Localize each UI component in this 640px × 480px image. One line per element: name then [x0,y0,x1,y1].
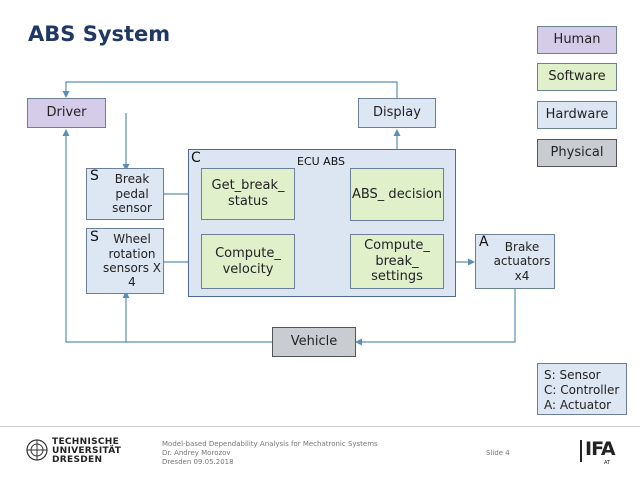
footer-date: Dresden 09.05.2018 [162,458,234,466]
arrow-actuators-to-vehicle [355,289,516,346]
controller-tag: C [191,150,201,166]
compute-velocity-node: Compute_ velocity [201,234,295,289]
legend-physical: Physical [537,139,617,167]
vehicle-node: Vehicle [272,327,356,357]
get-break-status-node: Get_break_ status [201,168,295,220]
driver-node: Driver [27,98,106,128]
legend-hardware: Hardware [537,101,617,129]
tu-line-1: TECHNISCHE [52,437,120,447]
ifa-logo-sub: AT [604,460,611,466]
display-node: Display [358,98,436,128]
tu-dresden-logo-icon [26,439,48,461]
key-sensor: S: Sensor [544,368,601,382]
arrow-vehicle-to-driver [62,129,126,343]
footer-divider [0,426,640,427]
tu-dresden-wordmark: TECHNISCHE UNIVERSITÄT DRESDEN [52,438,121,465]
tu-line-3: DRESDEN [52,455,103,465]
sensor-tag-wheel: S [90,229,99,245]
footer-author: Dr. Andrey Morozov [162,449,231,457]
wheel-rotation-sensors-node: Wheel rotation sensors X 4 [86,228,164,294]
break-pedal-sensor-node: Break pedal sensor [86,168,164,220]
actuator-tag: A [479,234,489,250]
abbreviation-key: S: Sensor C: Controller A: Actuator [537,363,627,415]
ifa-logo: IFA AT [580,436,620,466]
legend-software: Software [537,63,617,91]
page-title: ABS System [28,22,171,46]
ifa-logo-text: IFA [585,438,616,460]
slide-number: Slide 4 [486,449,510,457]
footer-course: Model-based Dependability Analysis for M… [162,440,378,448]
brake-actuators-node: Brake actuators x4 [475,234,555,289]
arrow-display-to-driver [62,81,398,98]
abs-decision-node: ABS_ decision [350,168,444,221]
key-controller: C: Controller [544,383,620,397]
sensor-tag-pedal: S [90,168,99,184]
ecu-abs-label: ECU ABS [297,155,346,168]
legend-human: Human [537,26,617,54]
compute-break-settings-node: Compute_ break_ settings [350,234,444,289]
footer-info: Model-based Dependability Analysis for M… [162,440,378,467]
ifa-logo-bar [580,440,582,462]
arrow-vehicle-to-wheel [122,291,272,343]
key-actuator: A: Actuator [544,398,612,412]
tu-line-2: UNIVERSITÄT [52,446,122,456]
